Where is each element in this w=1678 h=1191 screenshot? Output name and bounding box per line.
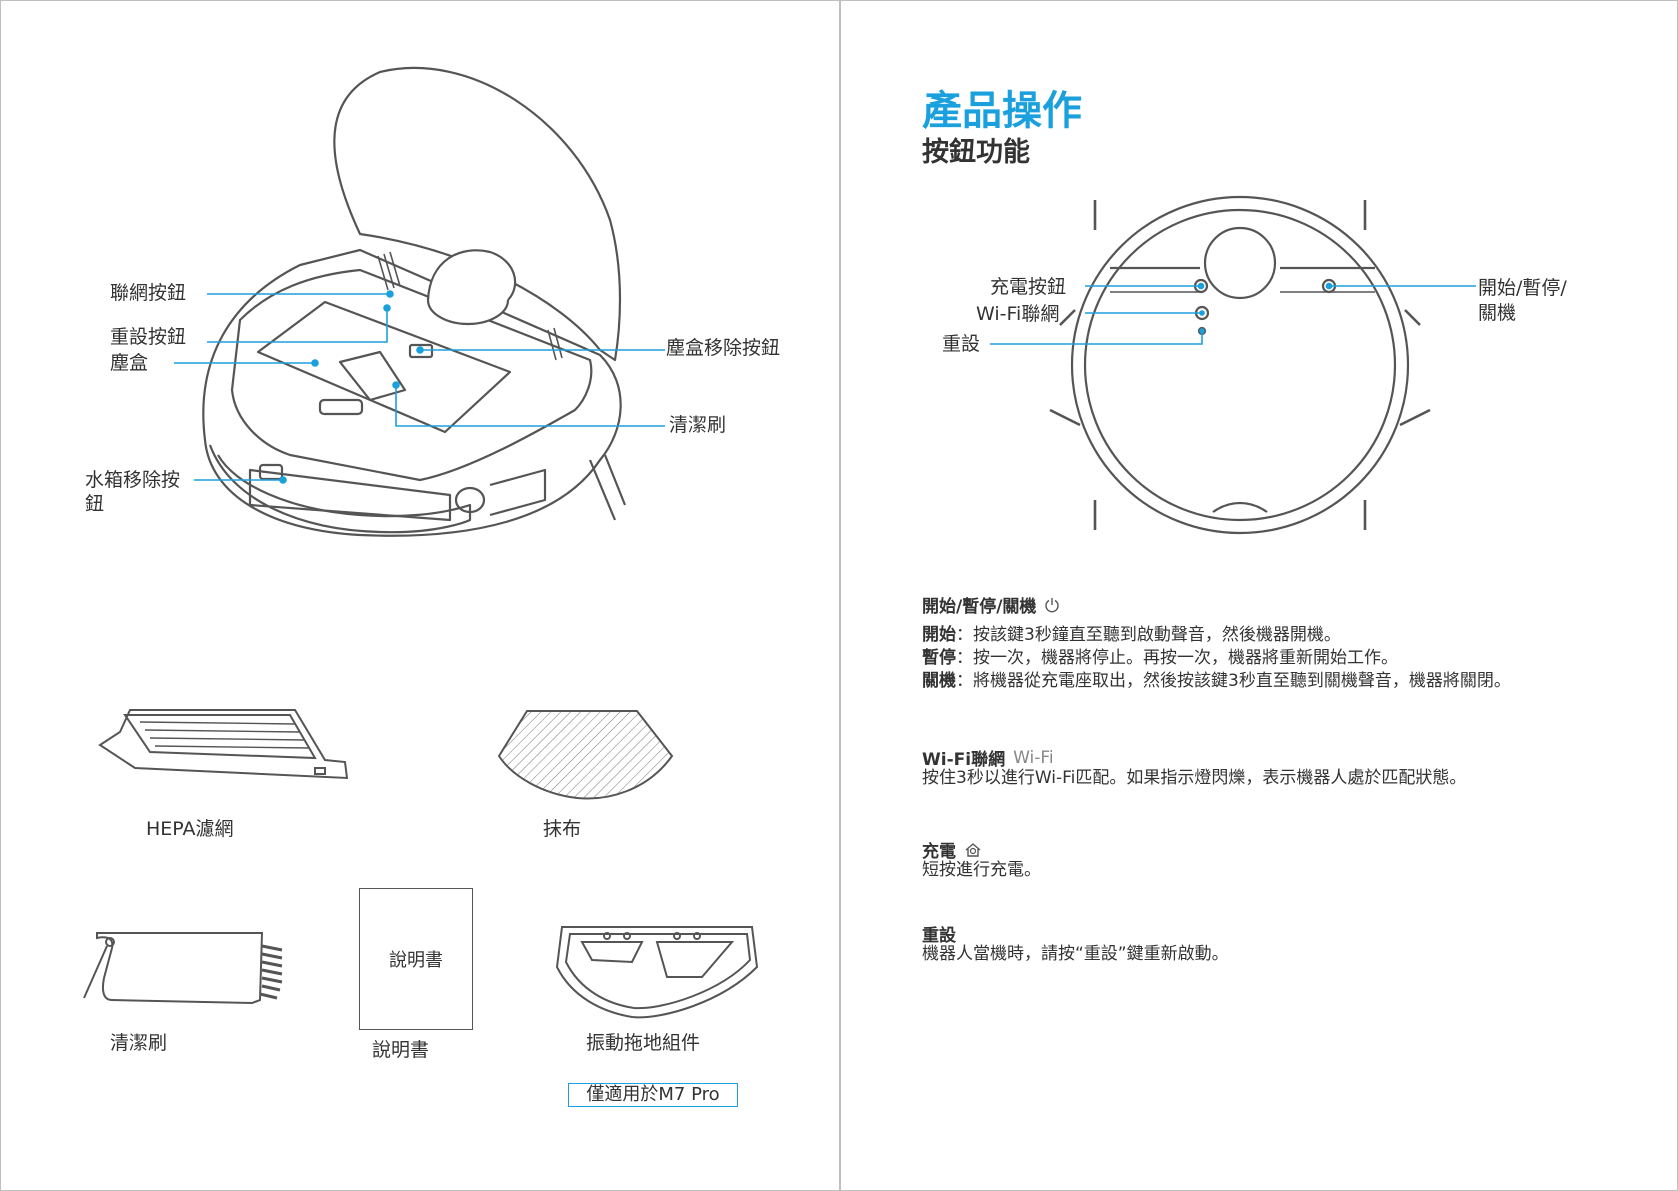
label-manual: 說明書 [372,1039,429,1063]
power-line-off: 關機：將機器從充電座取出，然後按該鍵3秒直至聽到關機聲音，機器將關閉。 [922,670,1511,693]
label-water-tank-release: 水箱移除按 鈕 [85,468,180,516]
cleaning-brush-illustration [82,928,292,1018]
section-wifi-body: 按住3秒以進行Wi-Fi匹配。如果指示燈閃爍，表示機器人處於匹配狀態。 [922,767,1466,790]
label-wifi-button: 聯網按鈕 [110,282,186,306]
mop-cloth-illustration [497,706,677,806]
section-reset-body: 機器人當機時，請按“重設”鍵重新啟動。 [922,943,1229,966]
label-start-pause: 開始/暫停/ 關機 [1478,276,1567,326]
home-icon [964,842,982,858]
label-dustbin: 塵盒 [110,352,148,376]
hepa-filter-illustration [95,700,365,790]
power-line-pause: 暫停：按一次，機器將停止。再按一次，機器將重新開始工作。 [922,647,1511,670]
power-icon [1044,597,1060,613]
note-box-m7pro: 僅適用於M7 Pro [568,1083,738,1107]
label-brush: 清潔刷 [110,1032,167,1056]
power-heading-text: 開始/暫停/關機 [922,592,1036,617]
label-cleaning-brush-top: 清潔刷 [669,414,726,438]
label-dustbin-release: 塵盒移除按鈕 [666,337,780,361]
power-line-start: 開始：按該鍵3秒鐘直至聽到啟動聲音，然後機器開機。 [922,624,1511,647]
manual-box-label: 說明書 [389,946,443,972]
section-power-body: 開始：按該鍵3秒鐘直至聽到啟動聲音，然後機器開機。 暫停：按一次，機器將停止。再… [922,624,1511,693]
robot-top-view-diagram [1050,200,1470,540]
label-hepa: HEPA濾網 [146,818,234,842]
section-power-heading: 開始/暫停/關機 [922,592,1060,617]
label-wifi-connect: Wi-Fi聯網 [976,303,1059,327]
page-title: 產品操作 [922,78,1082,136]
section-charge-body: 短按進行充電。 [922,859,1041,882]
vibrating-mop-illustration [552,922,762,1022]
manual-booklet-illustration: 說明書 [359,888,473,1030]
page-subtitle: 按鈕功能 [922,130,1030,169]
label-mop: 抹布 [543,818,581,842]
label-vibrating-mop: 振動拖地組件 [586,1032,700,1056]
label-charge-button: 充電按鈕 [990,276,1066,300]
label-reset: 重設 [942,333,980,357]
label-reset-button: 重設按鈕 [110,326,186,350]
wifi-heading-light: Wi-Fi [1013,748,1054,768]
